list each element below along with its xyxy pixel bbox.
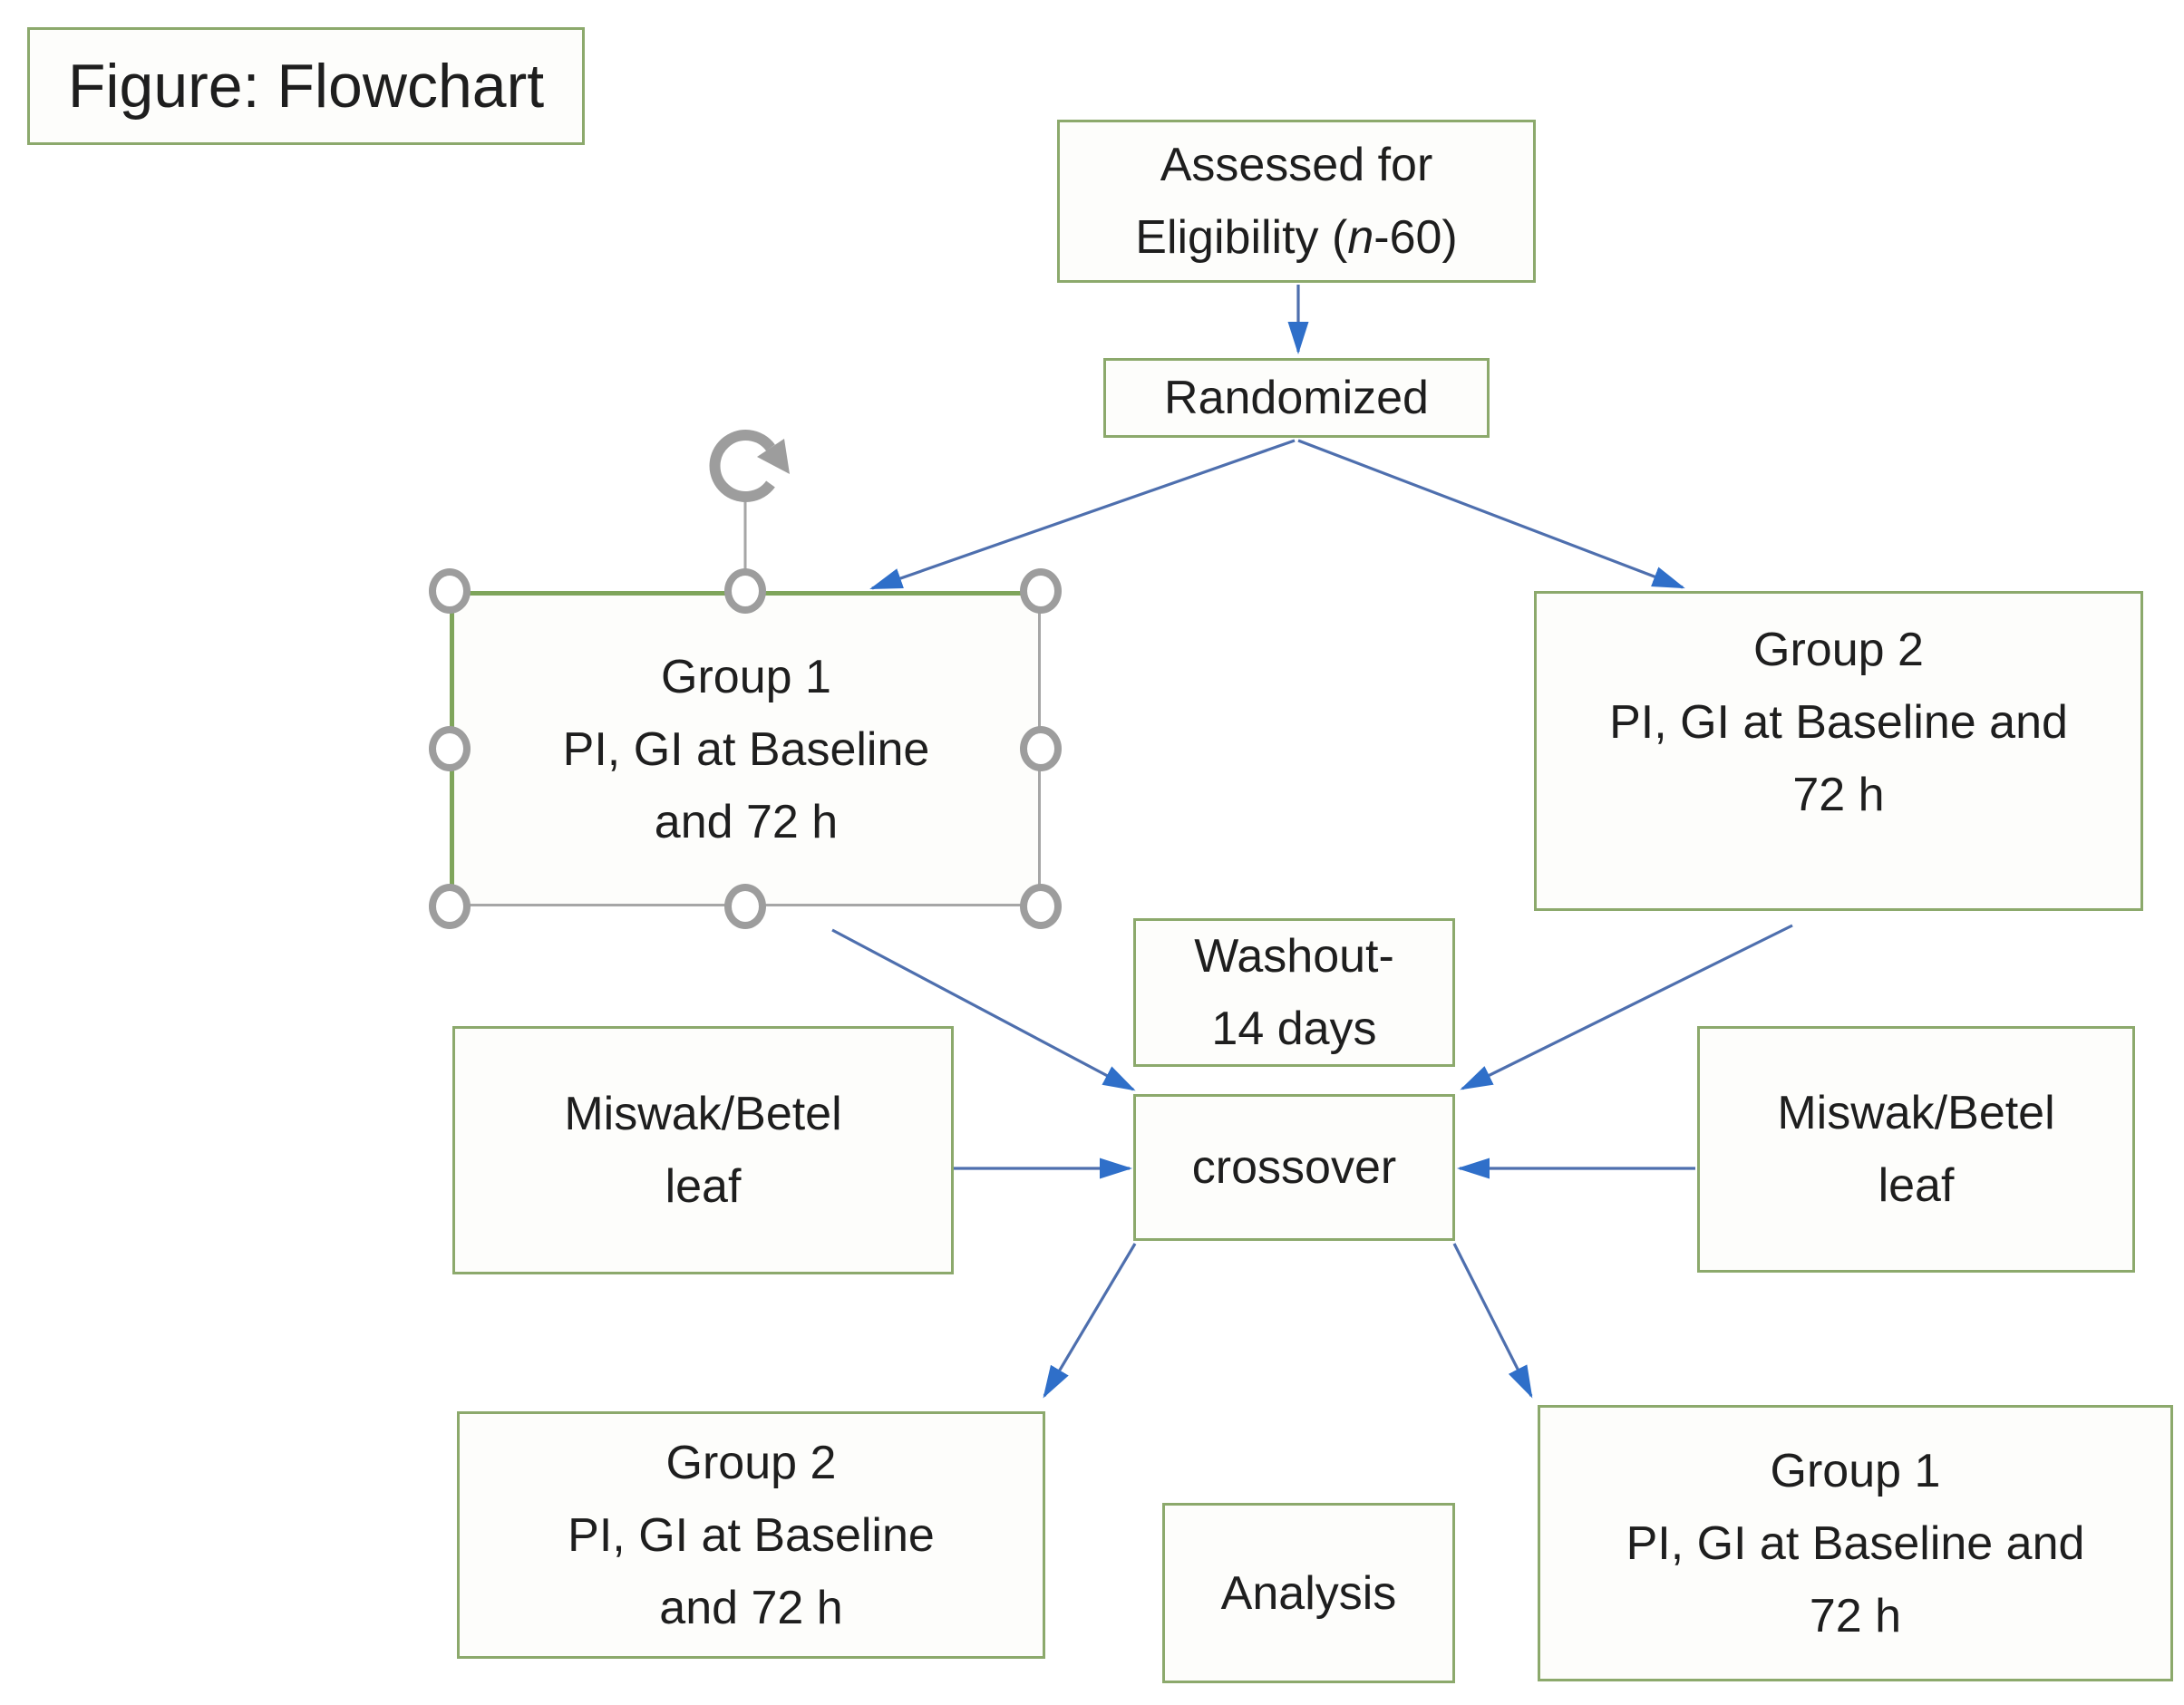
node-group2-bottom[interactable]: Group 2 PI, GI at Baseline and 72 h <box>457 1411 1045 1659</box>
washout-line2: 14 days <box>1211 1003 1377 1055</box>
selection-handle-top-right[interactable] <box>1020 568 1062 614</box>
figure-caption-box[interactable]: Figure: Flowchart <box>27 27 585 145</box>
group2-bottom-line1: Group 2 <box>665 1436 837 1489</box>
selection-handle-bottom-center[interactable] <box>724 884 766 929</box>
arrow-group1-to-crossover[interactable] <box>831 928 1136 1091</box>
washout-line1: Washout- <box>1194 930 1394 983</box>
node-assessed[interactable]: Assessed for Eligibility (n-60) <box>1057 120 1536 283</box>
arrow-group2-to-crossover[interactable] <box>1460 924 1793 1090</box>
group2-top-line1: Group 2 <box>1753 624 1924 676</box>
group2-bottom-line2: PI, GI at Baseline <box>568 1508 935 1562</box>
selection-handle-middle-left[interactable] <box>429 726 471 771</box>
miswak-right-line2: leaf <box>1878 1159 1955 1212</box>
miswak-left-line2: leaf <box>665 1160 742 1213</box>
group2-top-line2: PI, GI at Baseline and <box>1609 696 2068 749</box>
arrow-crossover-to-group2-bottom[interactable] <box>1043 1243 1137 1399</box>
node-randomized[interactable]: Randomized <box>1103 358 1490 438</box>
miswak-right-line1: Miswak/Betel <box>1777 1087 2055 1139</box>
node-group2-top[interactable]: Group 2 PI, GI at Baseline and 72 h <box>1534 591 2143 911</box>
node-group1-bottom[interactable]: Group 1 PI, GI at Baseline and 72 h <box>1538 1405 2173 1681</box>
assessed-line1: Assessed for <box>1160 139 1433 191</box>
group1-top-line1: Group 1 <box>661 651 831 703</box>
miswak-left-line1: Miswak/Betel <box>564 1088 842 1140</box>
selection-handle-middle-right[interactable] <box>1020 726 1062 771</box>
selection-handle-top-center[interactable] <box>724 568 766 614</box>
analysis-label: Analysis <box>1220 1566 1397 1620</box>
selection-handle-bottom-right[interactable] <box>1020 884 1062 929</box>
node-miswak-right[interactable]: Miswak/Betel leaf <box>1697 1026 2135 1273</box>
node-miswak-left[interactable]: Miswak/Betel leaf <box>452 1026 954 1274</box>
node-group1-top-selected[interactable]: Group 1 PI, GI at Baseline and 72 h <box>450 591 1041 906</box>
group2-top-line3: 72 h <box>1792 769 1885 821</box>
assessed-line2: Eligibility (n-60) <box>1135 211 1458 264</box>
node-crossover[interactable]: crossover <box>1133 1094 1455 1241</box>
randomized-label: Randomized <box>1164 372 1429 424</box>
group1-top-line2: PI, GI at Baseline <box>562 723 930 776</box>
group1-top-line3: and 72 h <box>654 796 839 848</box>
rotate-icon[interactable] <box>709 430 790 502</box>
group1-bottom-line1: Group 1 <box>1770 1444 1941 1497</box>
figure-caption-label: Figure: Flowchart <box>67 52 545 121</box>
arrow-randomized-to-group1[interactable] <box>869 439 1296 590</box>
node-washout[interactable]: Washout- 14 days <box>1133 918 1455 1067</box>
group1-bottom-line2: PI, GI at Baseline and <box>1626 1516 2085 1570</box>
group1-bottom-line3: 72 h <box>1809 1589 1902 1642</box>
selection-handle-bottom-left[interactable] <box>429 884 471 929</box>
selection-handle-top-left[interactable] <box>429 568 471 614</box>
arrow-crossover-to-group1-bottom[interactable] <box>1452 1243 1533 1399</box>
node-analysis[interactable]: Analysis <box>1162 1503 1455 1683</box>
group2-bottom-line3: and 72 h <box>659 1581 843 1634</box>
crossover-label: crossover <box>1191 1141 1397 1194</box>
arrow-randomized-to-group2[interactable] <box>1297 439 1685 589</box>
